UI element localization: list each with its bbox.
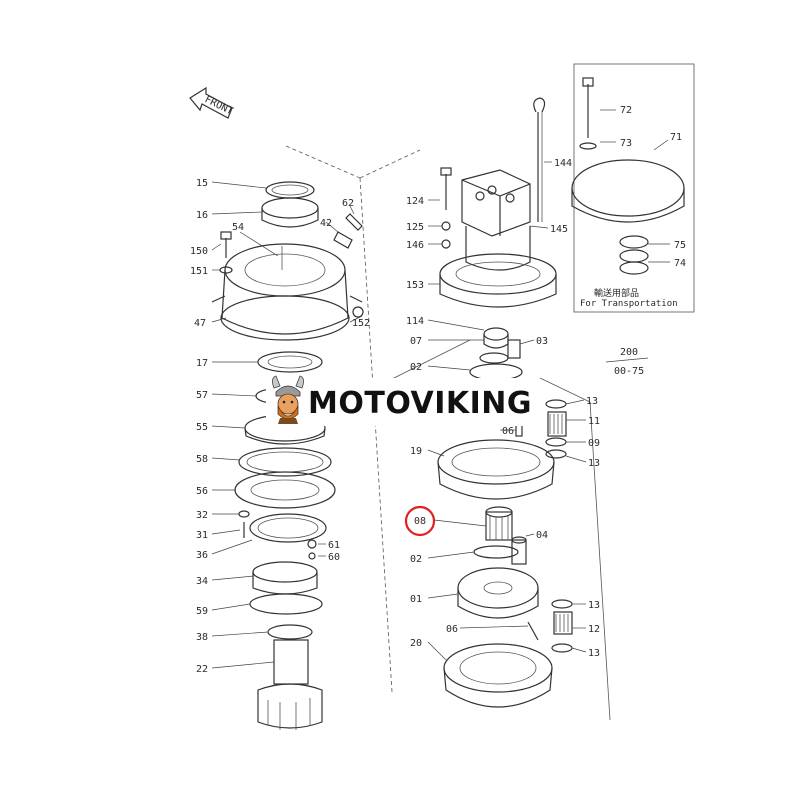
label-16: 16 [196,210,208,221]
label-34: 34 [196,576,208,587]
label-151: 151 [190,266,208,277]
label-13-b: 13 [588,458,600,469]
label-56: 56 [196,486,208,497]
label-09: 09 [588,438,600,449]
brand-watermark: MOTOVIKING [266,375,536,426]
label-11: 11 [588,416,600,427]
label-57: 57 [196,390,208,401]
label-12: 12 [588,624,600,635]
label-36: 36 [196,550,208,561]
label-13-c: 13 [588,600,600,611]
label-20: 20 [410,638,422,649]
label-146: 146 [406,240,424,251]
front-label: FRONT [203,94,235,117]
label-32: 32 [196,510,208,521]
label-47: 47 [194,318,206,329]
label-145: 145 [550,224,568,235]
label-42: 42 [320,218,332,229]
label-152: 152 [352,318,370,329]
ref-bottom: 00-75 [614,366,644,377]
label-62: 62 [342,198,354,209]
label-144: 144 [554,158,572,169]
highlight-circle [404,505,436,537]
label-13-a: 13 [586,396,598,407]
label-22: 22 [196,664,208,675]
transport-note-en: For Transportation [580,299,678,309]
label-75: 75 [674,240,686,251]
label-58: 58 [196,454,208,465]
label-125: 125 [406,222,424,233]
label-60: 60 [328,552,340,563]
label-06-upper: 06 [502,426,514,437]
reference-note: 200 00-75 [605,347,649,377]
label-02-lower: 02 [410,554,422,565]
label-61: 61 [328,540,340,551]
label-04: 04 [536,530,548,541]
label-72: 72 [620,105,632,116]
label-17: 17 [196,358,208,369]
label-150: 150 [190,246,208,257]
brand-name: MOTOVIKING [308,386,532,421]
label-31: 31 [196,530,208,541]
label-15: 15 [196,178,208,189]
label-71: 71 [670,132,682,143]
label-153: 153 [406,280,424,291]
right-leaders: 144 124 125 145 146 153 114 07 03 02 13 … [406,158,600,661]
label-114: 114 [406,316,424,327]
left-leaders: 15 16 62 42 150 54 151 47 152 17 57 55 5… [190,178,370,675]
transport-box: 72 73 71 75 74 輸送用部品 For Transportation [571,63,695,313]
label-19: 19 [410,446,422,457]
viking-mascot-icon [272,375,304,424]
label-59: 59 [196,606,208,617]
label-07: 07 [410,336,422,347]
front-arrow: FRONT [189,86,235,119]
label-02-upper: 02 [410,362,422,373]
label-55: 55 [196,422,208,433]
label-06-lower: 06 [446,624,458,635]
right-assembly [437,97,573,708]
transport-note-jp: 輸送用部品 [594,287,639,299]
label-03: 03 [536,336,548,347]
label-73: 73 [620,138,632,149]
label-38: 38 [196,632,208,643]
label-124: 124 [406,196,424,207]
label-74: 74 [674,258,686,269]
label-54: 54 [232,222,244,233]
frame-lines [285,145,611,721]
ref-top: 200 [620,347,638,358]
label-08: 08 [414,516,426,527]
label-01: 01 [410,594,422,605]
left-assembly [211,181,364,730]
label-13-d: 13 [588,648,600,659]
